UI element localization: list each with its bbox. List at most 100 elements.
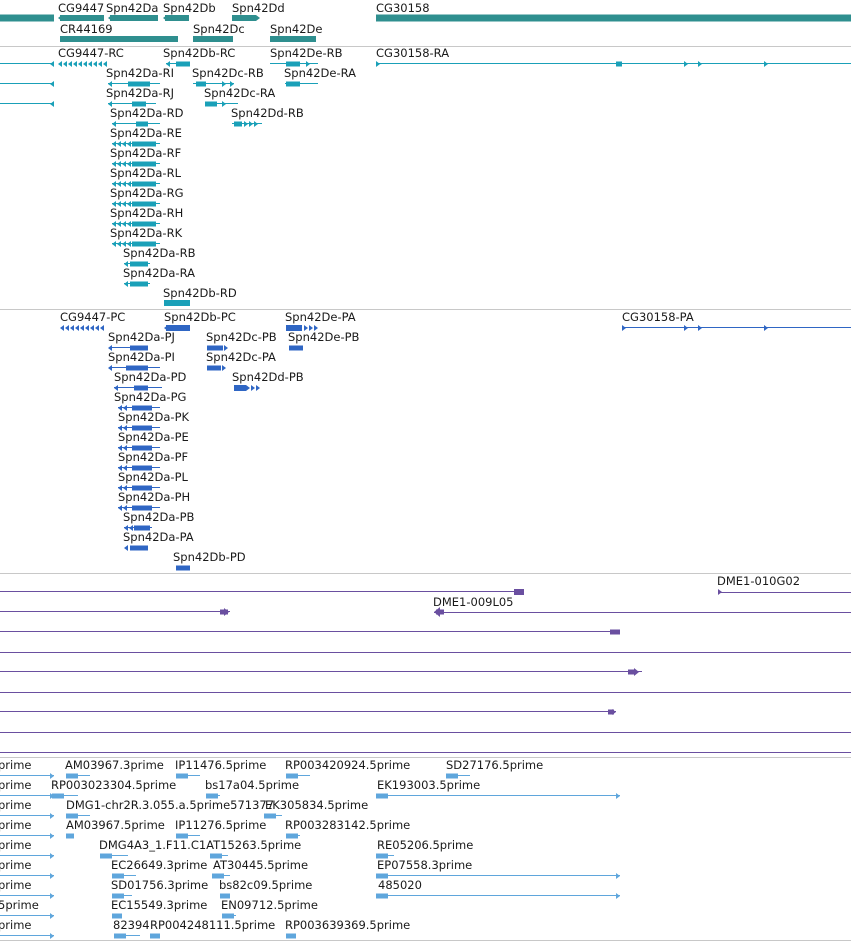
protein-label[interactable]: Spn42Dc-PA [206,350,276,364]
est-label[interactable]: EC15549.3prime [111,898,207,912]
protein-label[interactable]: Spn42Dc-PB [206,330,277,344]
feature-block [132,465,152,471]
est-label[interactable]: prime [0,818,32,832]
est-label[interactable]: RE05206.5prime [377,838,473,852]
protein-label[interactable]: Spn42De-PB [288,330,360,344]
est-label[interactable]: prime [0,758,32,772]
est-label[interactable]: IP11476.5prime [175,758,266,772]
est-label[interactable]: prime [0,878,32,892]
strand-arrow-left-icon [123,485,127,491]
transcript-label[interactable]: Spn42De-RB [270,46,343,60]
transcript-label[interactable]: Spn42Da-RH [110,206,183,220]
transcript-label[interactable]: Spn42Da-RD [110,106,184,120]
protein-label[interactable]: Spn42Da-PL [118,470,189,484]
protein-label[interactable]: Spn42Da-PB [123,510,195,524]
transcript-label[interactable]: Spn42Da-RB [123,246,196,260]
protein-label[interactable]: Spn42Da-PF [118,450,188,464]
est-label[interactable]: RP003023304.5prime [51,778,176,792]
gene-label[interactable]: CG9447 [58,1,104,15]
protein-label[interactable]: Spn42Da-PJ [108,330,175,344]
est-label[interactable]: IP11276.5prime [175,818,266,832]
est-label[interactable]: SD01756.3prime [111,878,208,892]
transcript-label[interactable]: Spn42Db-RC [163,46,235,60]
protein-label[interactable]: Spn42Dd-PB [232,370,304,384]
est-label[interactable]: prime [0,778,32,792]
transcript-label[interactable]: Spn42Dd-RB [231,106,304,120]
strand-arrow-left-icon [108,15,112,21]
est-label[interactable]: RP003639369.5prime [285,918,410,932]
est-label[interactable]: bs82c09.5prime [219,878,312,892]
est-label[interactable]: 485020 [378,878,422,892]
transcript-label[interactable]: CG30158-RA [376,46,449,60]
strand-arrow-left-icon [70,325,74,331]
gene-glyph [60,36,178,42]
protein-label[interactable]: Spn42Da-PD [114,370,187,384]
strand-arrow-right-icon [50,813,54,819]
transcript-label[interactable]: Spn42Dc-RB [192,66,264,80]
transcript-label[interactable]: Spn42Da-RF [110,146,181,160]
transcript-label[interactable]: Spn42Da-RI [106,66,174,80]
transcript-label[interactable]: Spn42Dc-RA [204,86,275,100]
est-label[interactable]: RP003420924.5prime [285,758,410,772]
est-label[interactable]: 5prime [0,898,39,912]
est-label[interactable]: EC26649.3prime [111,858,207,872]
protein-label[interactable]: CG30158-PA [622,310,694,324]
strand-arrow-right-icon [718,589,722,595]
est-label[interactable]: RP003283142.5prime [285,818,410,832]
gene-label[interactable]: Spn42Da [106,1,158,15]
transcript-label[interactable]: Spn42Da-RG [110,186,183,200]
gene-label[interactable]: Spn42Dc [193,22,245,36]
protein-label[interactable]: CG9447-PC [60,310,125,324]
est-label[interactable]: EN09712.5prime [221,898,318,912]
gene-label[interactable]: Spn42Dd [232,1,285,15]
protein-label[interactable]: Spn42De-PA [285,310,356,324]
est-label[interactable]: AT30445.5prime [213,858,308,872]
gene-label[interactable]: CG30158 [376,1,430,15]
transcript-label[interactable]: Spn42Da-RJ [106,86,174,100]
protein-label[interactable]: Spn42Da-PG [114,390,186,404]
feature-block [176,773,188,779]
transcript-label[interactable]: CG9447-RC [58,46,124,60]
protein-label[interactable]: Spn42Db-PD [173,550,246,564]
gene-label[interactable]: Spn42De [270,22,322,36]
transcript-label[interactable]: Spn42De-RA [284,66,356,80]
protein-label[interactable]: Spn42Db-PC [164,310,236,324]
gene-track-glyphs [0,14,851,42]
strand-arrow-left-icon [117,201,121,207]
transcript-label[interactable]: Spn42Db-RD [163,286,237,300]
transcript-label[interactable]: Spn42Da-RE [110,126,182,140]
transcript-label[interactable]: Spn42Da-RA [123,266,195,280]
protein-label[interactable]: Spn42Da-PI [108,350,175,364]
strand-arrow-left-icon [58,15,62,21]
est-label[interactable]: EP07558.3prime [377,858,472,872]
gene-label[interactable]: CR44169 [60,22,113,36]
strand-arrow-left-icon [93,61,97,67]
transcript-label[interactable]: Spn42Da-RK [110,226,183,240]
strand-arrow-left-icon [103,61,107,67]
protein-label[interactable]: Spn42Da-PK [118,410,190,424]
est-label[interactable]: prime [0,838,32,852]
est-label[interactable]: DMG1-chr2R.3.055.a.5prime571377 [66,798,274,812]
est-label[interactable]: 82394 [113,918,150,932]
transcript-label[interactable]: Spn42Da-RL [110,166,182,180]
est-label[interactable]: AM03967.3prime [65,758,164,772]
est-label[interactable]: EK193003.5prime [377,778,480,792]
protein-label[interactable]: Spn42Da-PA [123,530,194,544]
est-label[interactable]: SD27176.5prime [446,758,543,772]
protein-label[interactable]: Spn42Da-PE [118,430,189,444]
est-label[interactable]: EK305834.5prime [265,798,368,812]
est-label[interactable]: DMG4A3_1.F11.C1AT15263.5prime [99,838,301,852]
protein-label[interactable]: Spn42Da-PH [118,490,190,504]
strand-arrow-left-icon [85,325,89,331]
feature-block [376,873,388,879]
clone-label[interactable]: DME1-010G02 [717,574,800,588]
clone-label[interactable]: DME1-009L05 [433,595,514,609]
est-label[interactable]: RP004248111.5prime [150,918,275,932]
gene-glyph [0,14,54,22]
est-label[interactable]: prime [0,918,32,932]
gene-label[interactable]: Spn42Db [163,1,216,15]
est-label[interactable]: bs17a04.5prime [205,778,299,792]
est-label[interactable]: prime [0,858,32,872]
est-label[interactable]: AM03967.5prime [66,818,165,832]
est-label[interactable]: prime [0,798,32,812]
